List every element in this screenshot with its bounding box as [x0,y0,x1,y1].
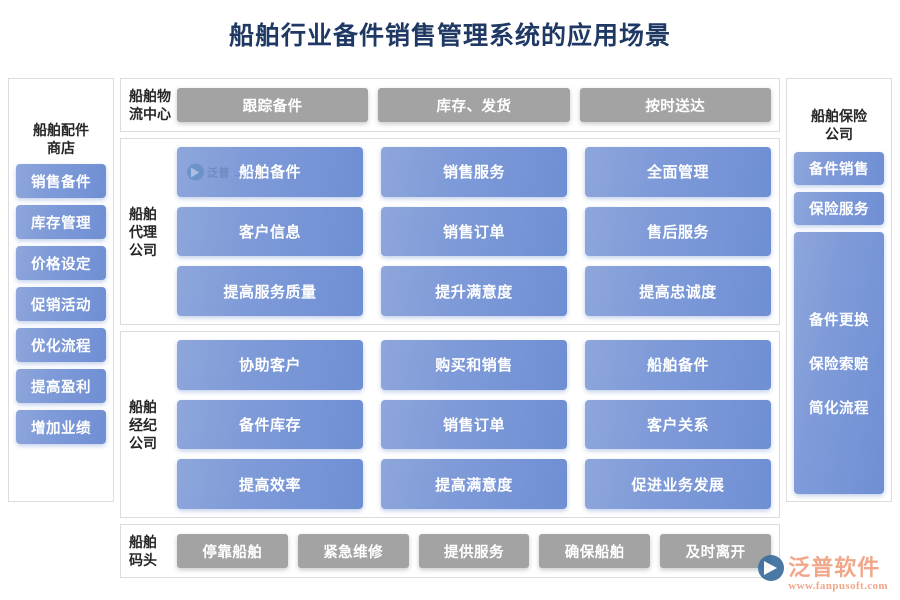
right-sidebar-title-line2: 公司 [825,126,853,142]
fanpu-logo-url: www.fanpusoft.com [788,580,888,592]
broker-cell-ship-parts[interactable]: 船舶备件 [585,340,771,390]
left-sidebar-title: 船舶配件 商店 [16,121,106,157]
right-tall-block[interactable]: 备件更换 保险索赔 简化流程 [794,232,884,494]
broker-cell-assist-customer[interactable]: 协助客户 [177,340,363,390]
right-tall-line-insurance-claim: 保险索赔 [809,356,869,373]
section-broker-label-line3: 公司 [129,434,157,451]
agency-cell-improve-service-quality[interactable]: 提高服务质量 [177,266,363,316]
broker-cell-parts-inventory[interactable]: 备件库存 [177,399,363,450]
right-sidebar-title: 船舶保险 公司 [794,107,884,143]
page-title: 船舶行业备件销售管理系统的应用场景 [228,22,671,50]
agency-cell-ship-parts[interactable]: 泛普 www.fanpusoft.com 船舶备件 [177,147,363,197]
section-agency-label: 船舶 代理 公司 [129,205,177,259]
agency-cell-sales-order[interactable]: 销售订单 [381,206,567,257]
section-agency-label-line2: 代理 [129,223,157,240]
dock-btn-emergency-repair[interactable]: 紧急维修 [297,534,409,568]
left-sidebar-panel: 船舶配件 商店 销售备件 库存管理 价格设定 促销活动 优化流程 提高盈利 增加… [8,78,114,502]
section-agency-label-line1: 船舶 [129,205,157,222]
logistics-btn-on-time-delivery[interactable]: 按时送达 [579,88,771,122]
left-item-inventory[interactable]: 库存管理 [16,205,106,239]
dock-btn-provide-service[interactable]: 提供服务 [418,534,530,568]
left-item-optimize-process[interactable]: 优化流程 [16,328,106,362]
watermark-brand-short: 泛普 [207,167,230,180]
broker-cell-buy-and-sell[interactable]: 购买和销售 [381,340,567,390]
right-sidebar-title-line1: 船舶保险 [811,108,867,124]
logistics-btn-stock-shipping[interactable]: 库存、发货 [378,88,570,122]
fanpu-logo-mark-icon [758,555,785,581]
agency-cell-ship-parts-label: 船舶备件 [238,164,301,182]
fanpu-logo-row: 泛普软件 [758,555,880,581]
broker-cell-improve-efficiency[interactable]: 提高效率 [177,459,363,509]
section-logistics-label: 船舶物 流中心 [129,87,177,123]
section-dock-label-line1: 船舶 [129,534,157,550]
broker-cell-improve-satisfaction[interactable]: 提高满意度 [381,459,567,509]
section-dock-label-line2: 码头 [129,552,157,568]
logistics-btn-track-parts[interactable]: 跟踪备件 [177,88,369,122]
dock-btn-berth-ship[interactable]: 停靠船舶 [177,534,288,568]
section-agency-label-line3: 公司 [129,241,157,258]
fanpu-logo-brand: 泛普软件 [788,555,881,580]
agency-cell-improve-satisfaction[interactable]: 提升满意度 [381,266,567,316]
section-agency: 船舶 代理 公司 泛普 www.fanpusoft.com 船舶备件 销售服务 [120,138,780,325]
left-item-pricing[interactable]: 价格设定 [16,246,106,280]
right-tall-line-parts-replacement: 备件更换 [809,312,869,329]
left-item-sales-parts[interactable]: 销售备件 [16,164,106,198]
center-column: 船舶物 流中心 跟踪备件 库存、发货 按时送达 船舶 代理 公司 [120,78,780,578]
agency-cell-full-management[interactable]: 全面管理 [585,147,771,197]
left-sidebar-title-line1: 船舶配件 [33,122,89,138]
section-broker-grid: 协助客户 购买和销售 船舶备件 备件库存 销售订单 客户关系 提高效率 提高满意… [177,340,771,509]
left-item-increase-performance[interactable]: 增加业绩 [16,410,106,444]
agency-cell-after-sales[interactable]: 售后服务 [585,206,771,257]
agency-cell-customer-info[interactable]: 客户信息 [177,206,363,257]
section-logistics: 船舶物 流中心 跟踪备件 库存、发货 按时送达 [120,78,780,132]
diagram-board: 船舶配件 商店 销售备件 库存管理 价格设定 促销活动 优化流程 提高盈利 增加… [8,78,892,578]
section-dock: 船舶 码头 停靠船舶 紧急维修 提供服务 确保船舶 及时离开 [120,524,780,578]
section-logistics-buttons: 跟踪备件 库存、发货 按时送达 [177,85,771,125]
right-tall-line-simplify-process: 简化流程 [809,400,869,417]
left-sidebar-title-line2: 商店 [47,140,75,156]
fanpu-logo: 泛普软件 www.fanpusoft.com [758,555,888,592]
section-logistics-label-line2: 流中心 [129,106,171,122]
section-dock-label: 船舶 码头 [129,533,177,569]
broker-cell-sales-order[interactable]: 销售订单 [381,399,567,450]
dock-btn-ensure-ship[interactable]: 确保船舶 [539,534,651,568]
broker-cell-customer-relations[interactable]: 客户关系 [585,399,771,450]
section-logistics-label-line1: 船舶物 [129,88,171,104]
section-broker-label-line2: 经纪 [129,416,157,433]
left-item-promotion[interactable]: 促销活动 [16,287,106,321]
section-broker-label: 船舶 经纪 公司 [129,398,177,452]
left-item-increase-profit[interactable]: 提高盈利 [16,369,106,403]
dock-btn-depart-on-time[interactable]: 及时离开 [660,534,771,568]
section-broker: 船舶 经纪 公司 协助客户 购买和销售 船舶备件 备件库存 销售订单 客户关系 … [120,331,780,518]
section-dock-buttons: 停靠船舶 紧急维修 提供服务 确保船舶 及时离开 [177,531,771,571]
right-item-parts-sales[interactable]: 备件销售 [794,152,884,185]
broker-cell-promote-business-growth[interactable]: 促进业务发展 [585,459,771,509]
right-item-insurance-service[interactable]: 保险服务 [794,192,884,225]
agency-cell-sales-service[interactable]: 销售服务 [381,147,567,197]
right-sidebar-panel: 船舶保险 公司 备件销售 保险服务 备件更换 保险索赔 简化流程 [786,78,892,502]
agency-cell-improve-loyalty[interactable]: 提高忠诚度 [585,266,771,316]
section-broker-label-line1: 船舶 [129,398,157,415]
section-agency-grid: 泛普 www.fanpusoft.com 船舶备件 销售服务 全面管理 客户信息… [177,147,771,316]
watermark-mark-icon [187,163,204,181]
